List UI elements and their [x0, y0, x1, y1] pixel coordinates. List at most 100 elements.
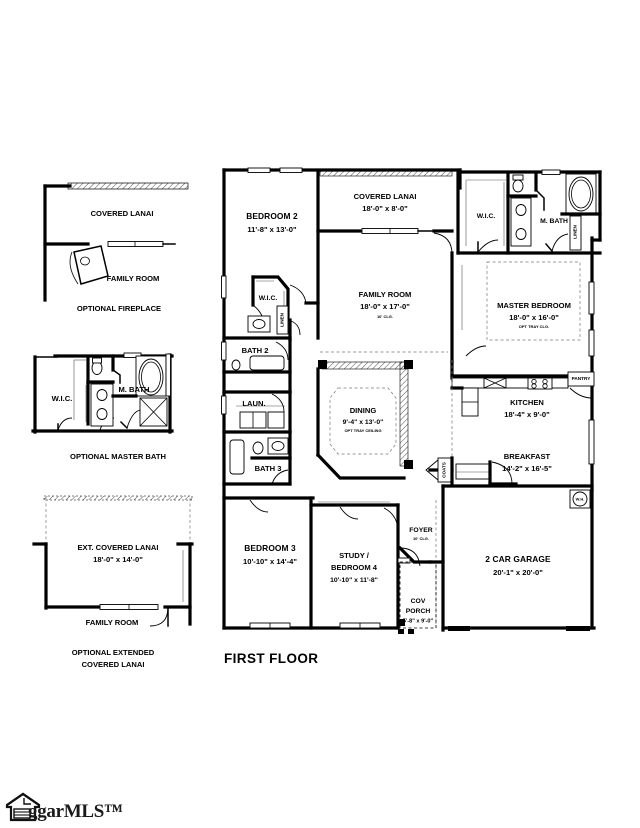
- door-leaf: [544, 242, 554, 253]
- room-family-room: COVERED LANAI 18'-0" x 8'-0" FAMILY ROOM…: [316, 169, 454, 353]
- shower-x: [139, 397, 168, 427]
- watermark: ggarMLS™: [4, 792, 123, 822]
- room-label-bedroom-2: BEDROOM 2: [246, 211, 298, 221]
- window: [588, 419, 595, 465]
- room-label-master-bedroom: MASTER BEDROOM: [497, 301, 571, 310]
- label-water-heater: W.H.: [576, 497, 585, 502]
- room-label-covered-lanai: COVERED LANAI: [354, 192, 417, 201]
- room-label-foyer: FOYER: [409, 527, 433, 534]
- door-swing: [249, 499, 269, 513]
- toilet-tank: [512, 174, 524, 181]
- room-dims-master-bedroom: 18'-0" x 16'-0": [509, 313, 559, 322]
- room-label-kitchen: KITCHEN: [510, 398, 544, 407]
- bathtub: [229, 439, 245, 475]
- room-label-family-room: FAMILY ROOM: [359, 290, 412, 299]
- window: [123, 352, 142, 358]
- slider-door: [107, 241, 164, 247]
- room-label-wic: W.I.C.: [52, 394, 73, 403]
- column: [404, 460, 413, 469]
- room-label-cov: COV: [411, 598, 426, 605]
- window: [541, 169, 561, 175]
- window: [221, 395, 227, 415]
- door-swing: [275, 341, 289, 361]
- room-dims-kitchen: 18'-4" x 9'-0": [504, 410, 550, 419]
- cooktop: [527, 377, 553, 390]
- room-dining: DINING 9'-4" x 13'-0" OPT TRAY CEILING: [315, 360, 413, 480]
- master-suite-bath: W.I.C. M. BATH: [456, 169, 602, 255]
- room-bedroom-3: BEDROOM 3 10'-10" x 14'-4": [222, 496, 315, 630]
- toilet-fixture: [91, 357, 103, 375]
- closet-wic-bedroom2: W.I.C. LINEN: [251, 275, 320, 336]
- room-bath-2: BATH 2: [221, 315, 292, 394]
- room-label-bedroom-4: BEDROOM 4: [331, 563, 378, 572]
- sink-basin: [271, 441, 285, 451]
- lanai-hatched-edge: [319, 169, 453, 177]
- room-label-m-bath: M. BATH: [118, 385, 149, 394]
- label-pantry: PANTRY: [572, 376, 592, 381]
- room-cov-porch: COV PORCH 5'-8" x 9'-0": [398, 561, 437, 634]
- room-label-ext-covered-lanai: EXT. COVERED LANAI: [77, 543, 158, 552]
- garden-tub: [568, 176, 594, 212]
- door-swing: [551, 233, 569, 252]
- option-optional-master-bath: W.I.C. M. BATH OPTIONAL MASTER BATH: [31, 352, 174, 461]
- door-swing: [477, 239, 499, 253]
- room-note-foyer: 10' CLG.: [413, 536, 429, 541]
- room-label-wic: W.I.C.: [259, 295, 278, 302]
- sink-x: [483, 377, 507, 389]
- room-label-family-room: FAMILY ROOM: [107, 274, 160, 283]
- porch-column: [398, 629, 404, 634]
- wall: [251, 275, 290, 322]
- house-logo-icon: [5, 792, 41, 822]
- room-dims-breakfast: 14'-2" x 16'-5": [502, 464, 552, 473]
- room-breakfast: COATS BREAKFAST 14'-2" x 16'-5": [425, 419, 595, 486]
- caption-ext-lanai-line2: COVERED LANAI: [82, 660, 145, 669]
- lanai-hatched-edge: [67, 182, 189, 190]
- door-swing: [399, 547, 421, 567]
- room-label-bedroom-3: BEDROOM 3: [244, 543, 296, 553]
- tray-ceiling-outline: [486, 261, 581, 341]
- tub-inner: [571, 179, 591, 209]
- room-master-bedroom: MASTER BEDROOM 18'-0" x 16'-0" OPT TRAY …: [450, 251, 595, 364]
- room-laundry: LAUN.: [221, 390, 292, 434]
- room-study-bedroom-4: STUDY / BEDROOM 4 10'-10" x 11'-8": [309, 501, 400, 630]
- room-label-bath-2: BATH 2: [242, 346, 269, 355]
- door-swing: [271, 469, 289, 485]
- room-kitchen: PANTRY KITCHEN 18'-4" x 9'-0": [450, 360, 595, 470]
- room-dims-bedroom-3: 10'-10" x 14'-4": [243, 557, 297, 566]
- porch-column: [398, 619, 405, 626]
- wall: [111, 368, 121, 384]
- toilet-fixture: [512, 179, 524, 193]
- beam-hatch: [399, 361, 409, 467]
- sink-basin: [252, 319, 266, 329]
- room-dims-cov-porch: 5'-8" x 9'-0": [403, 618, 434, 624]
- caption-optional-fireplace: OPTIONAL FIREPLACE: [77, 304, 161, 313]
- room-dims-bedroom-2: 11'-8" x 13'-0": [247, 225, 297, 234]
- option-optional-fireplace: COVERED LANAI FAMILY ROOM OPTIONAL FIREP…: [43, 182, 189, 313]
- door-swing: [289, 284, 307, 304]
- room-note-dining: OPT TRAY CEILING: [344, 428, 381, 433]
- door-swing: [465, 345, 487, 357]
- room-label-wic-master: W.I.C.: [477, 213, 496, 220]
- room-note-family-room: 10' CLG.: [377, 314, 393, 319]
- sink-basin: [96, 389, 108, 401]
- room-dims-family-room: 18'-0" x 17'-0": [360, 302, 410, 311]
- toilet-fixture: [231, 359, 241, 371]
- door-swing: [569, 387, 593, 399]
- label-coats: COATS: [442, 462, 447, 478]
- watermark-text: ggarMLS™: [28, 801, 123, 822]
- sink-basin: [515, 228, 527, 240]
- main-first-floor-plan: BEDROOM 2 11'-8" x 13'-0" W.I.C. LINEN: [221, 167, 602, 666]
- room-label-bath-3: BATH 3: [255, 464, 282, 473]
- lanai-hatched-edge: [43, 495, 193, 501]
- door-swing: [425, 459, 439, 481]
- door-swing: [57, 417, 73, 431]
- door-leaf: [119, 420, 129, 430]
- room-label-laundry: LAUN.: [242, 399, 265, 408]
- bathtub: [249, 355, 285, 371]
- room-2-car-garage: W.H. 2 CAR GARAGE 20'-1" x 20'-0": [435, 484, 594, 632]
- sink-basin: [96, 408, 108, 420]
- sink-basin: [515, 204, 527, 216]
- tray-ceiling-outline: [329, 387, 397, 455]
